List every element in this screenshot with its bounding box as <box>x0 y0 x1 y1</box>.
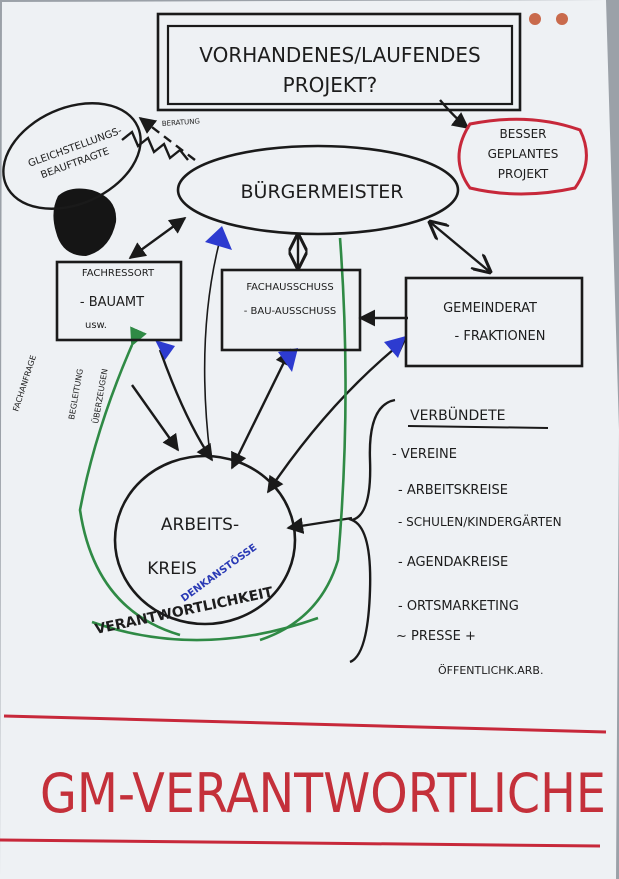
besser-line1: BESSER <box>500 127 547 141</box>
gemeinderat-line2: - FRAKTIONEN <box>455 329 546 344</box>
footer-title: GM-VERANTWORTLICHE <box>40 762 606 825</box>
besser-line3: PROJEKT <box>498 167 549 181</box>
fachressort-line3: usw. <box>85 320 107 331</box>
edge-bm-fachressort <box>128 217 187 259</box>
fachausschuss-line1: FACHAUSSCHUSS <box>246 282 333 293</box>
blue-mark <box>155 340 175 360</box>
verbuendete-item: - VEREINE <box>392 447 457 462</box>
node-arbeitskreis: ARBEITS- KREIS <box>113 454 297 626</box>
gemeinderat-line1: GEMEINDERAT <box>443 301 537 316</box>
node-fachressort: FACHRESSORT - BAUAMT usw. <box>55 260 183 342</box>
buergermeister-label: BÜRGERMEISTER <box>241 180 404 203</box>
verbuendete-title: VERBÜNDETE <box>410 406 506 424</box>
edge-fachressort-ak-2 <box>131 384 179 452</box>
verbuendete-item: - AGENDAKREISE <box>398 555 508 570</box>
verbuendete-item: - ORTSMARKETING <box>398 599 519 614</box>
verbuendete-item: ~ PRESSE + <box>396 629 476 644</box>
footer-rule-bottom <box>0 838 601 848</box>
footer-rule-top <box>3 714 607 734</box>
node-besser-geplantes-projekt: BESSER GEPLANTES PROJEKT <box>457 117 588 196</box>
edge-gemeinderat-ak <box>267 338 407 494</box>
green-arc-right <box>259 237 347 642</box>
verbuendete-item: ÖFFENTLICHK.ARB. <box>438 664 543 677</box>
verbuendete-list: VERBÜNDETE - VEREINE - ARBEITSKREISE - S… <box>392 406 562 677</box>
label-beratung: BERATUNG <box>162 117 201 128</box>
blue-mark <box>384 336 406 358</box>
fachressort-line1: FACHRESSORT <box>82 268 155 279</box>
edge-ak-bm <box>203 231 223 456</box>
arbeitskreis-line1: ARBEITS- <box>161 515 239 535</box>
node-projekt: VORHANDENES/LAUFENDES PROJEKT? <box>156 12 522 112</box>
blue-mark <box>278 348 298 372</box>
arbeitskreis-line2: KREIS <box>147 559 197 579</box>
besser-line2: GEPLANTES <box>488 147 559 161</box>
pin <box>556 13 568 25</box>
verbuendete-brace <box>348 398 396 664</box>
fachausschuss-line2: - BAU-AUSSCHUSS <box>244 306 337 317</box>
pin <box>529 13 541 25</box>
projekt-line1: VORHANDENES/LAUFENDES <box>199 43 480 67</box>
verbuendete-item: - ARBEITSKREISE <box>398 483 508 498</box>
verbuendete-item: - SCHULEN/KINDERGÄRTEN <box>398 514 562 529</box>
node-fachausschuss: FACHAUSSCHUSS - BAU-AUSSCHUSS <box>220 268 362 352</box>
blue-mark <box>205 226 232 250</box>
edge-gleichstellung-zigzag <box>121 130 189 161</box>
fachressort-line2: - BAUAMT <box>80 295 144 310</box>
scribble <box>53 188 117 256</box>
projekt-line2: PROJEKT? <box>283 73 378 97</box>
green-underline <box>91 616 319 642</box>
green-arc-left <box>78 326 181 637</box>
edge-fachressort-ak <box>158 349 213 462</box>
edge-bm-gemeinderat <box>430 222 490 272</box>
edge-bm-gleichstellung <box>138 116 196 161</box>
node-gemeinderat: GEMEINDERAT - FRAKTIONEN <box>404 276 584 368</box>
node-buergermeister: BÜRGERMEISTER <box>176 144 460 236</box>
